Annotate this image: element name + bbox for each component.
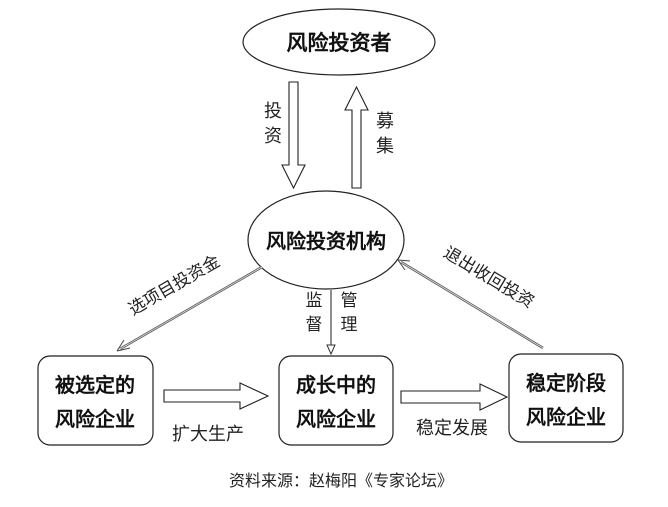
growing-enterprise-label-1: 成长中的 bbox=[296, 373, 376, 397]
stable-enterprise-label-1: 稳定阶段 bbox=[526, 371, 606, 395]
select-invest-arrow bbox=[116, 265, 263, 352]
raise-label-2: 集 bbox=[376, 136, 394, 157]
select-invest-label: 选项目投资金 bbox=[125, 252, 223, 320]
manage-label-2: 理 bbox=[341, 315, 358, 335]
growing-enterprise-label-2: 风险企业 bbox=[296, 407, 376, 431]
institution-node: 风险投资机构 bbox=[247, 190, 405, 290]
stable-enterprise-node: 稳定阶段 风险企业 bbox=[508, 353, 624, 443]
stable-dev-arrow bbox=[400, 383, 509, 411]
investor-label: 风险投资者 bbox=[287, 31, 392, 55]
source-caption: 资料来源：赵梅阳《专家论坛》 bbox=[229, 471, 453, 490]
exit-arrow bbox=[397, 259, 544, 350]
invest-arrow bbox=[281, 81, 306, 190]
supervise-label-1: 监 bbox=[306, 291, 323, 311]
raise-arrow bbox=[344, 85, 369, 189]
stable-dev-label: 稳定发展 bbox=[416, 418, 488, 439]
raise-label-1: 募 bbox=[376, 111, 394, 132]
invest-label-1: 投 bbox=[264, 101, 282, 122]
expand-label: 扩大生产 bbox=[172, 424, 244, 445]
stable-enterprise-label-2: 风险企业 bbox=[526, 405, 606, 429]
manage-label-1: 管 bbox=[341, 291, 358, 311]
exit-label: 退出收回投资 bbox=[440, 243, 538, 313]
supervise-label-2: 督 bbox=[306, 315, 323, 335]
growing-enterprise-node: 成长中的 风险企业 bbox=[278, 355, 394, 446]
investor-node: 风险投资者 bbox=[242, 8, 436, 76]
invest-label-2: 资 bbox=[264, 126, 282, 147]
institution-label: 风险投资机构 bbox=[266, 229, 386, 253]
supervise-arrow bbox=[326, 290, 336, 356]
selected-enterprise-label-2: 风险企业 bbox=[55, 407, 135, 431]
selected-enterprise-node: 被选定的 风险企业 bbox=[37, 355, 154, 446]
selected-enterprise-label-1: 被选定的 bbox=[55, 373, 135, 397]
expand-arrow bbox=[163, 382, 270, 410]
